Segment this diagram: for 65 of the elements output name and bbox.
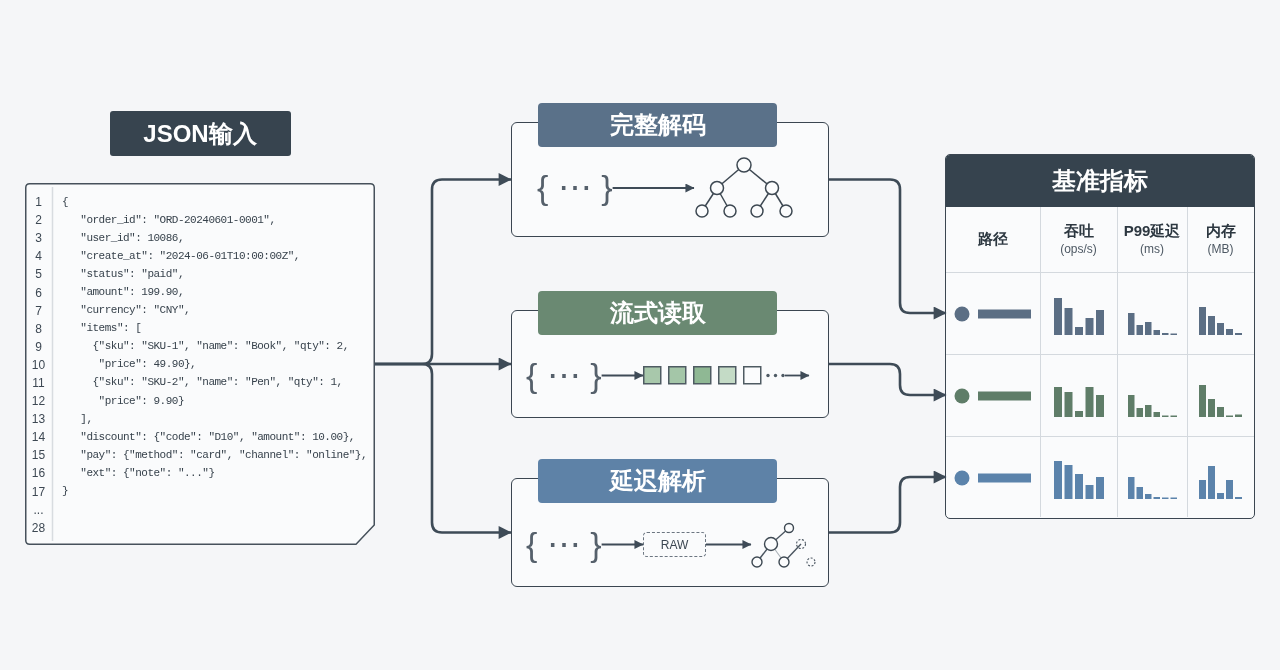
line-number: 8 [35,322,42,335]
metrics-table [945,154,1255,519]
line-number: ... [33,503,44,516]
arrow [784,371,810,380]
unit-label: (ops/s) [1060,242,1097,258]
panel-title: 完整解码 [538,103,777,147]
column-header: 路径 [978,230,1008,249]
code-line: {"sku": "SKU-2", "name": "Pen", "qty": 1, [92,377,343,389]
object-braces: { ⋯ } [537,168,613,208]
token-stream [643,366,785,385]
code-line: "currency": "CNY", [80,305,191,317]
line-number: 16 [31,467,46,480]
table-title: 基准指标 [946,155,1254,207]
line-number: 1 [35,196,42,209]
line-number: 12 [31,395,46,408]
code-line: "create_at": "2024-06-01T10:00:00Z", [80,250,300,262]
arrow [829,362,947,402]
column-header: 内存 [1205,221,1236,241]
code-line: "ext": {"note": "..."} [80,467,215,479]
code-line: "discount": {"code": "D10", "amount": 10.00}, [80,431,355,443]
panel-title: 流式读取 [538,291,777,335]
section-heading: JSON输入 [109,111,291,156]
line-number: 11 [32,377,45,389]
line-number: 4 [35,250,42,263]
unit-label: (MB) [1207,242,1234,258]
line-number: 14 [31,431,46,444]
unit-label: (ms) [1140,242,1164,258]
raw-block: RAW [643,532,706,557]
object-braces: { ⋯ } [526,356,602,396]
code-line: "user_id": 10086, [80,232,184,244]
object-braces: { ⋯ } [526,525,602,565]
line-number: 15 [31,449,46,462]
panel-title: 延迟解析 [538,459,777,503]
code-line: "order_id": "ORD-20240601-0001", [80,214,276,226]
arrow [600,371,644,380]
tree-diagram [694,157,794,219]
code-line: "status": "paid", [80,268,184,280]
code-line: "items": [ [80,323,142,335]
line-number: 28 [31,521,46,534]
line-number: 7 [35,304,42,317]
code-line: } [62,486,69,498]
arrow [375,362,512,539]
code-line: { [62,196,69,208]
arrow [705,540,752,549]
line-number: 17 [31,485,46,498]
line-number: 10 [31,358,46,371]
line-number: 6 [35,286,42,299]
column-header: 吞吐 [1063,221,1094,241]
code-line: "price": 9.90} [98,395,184,407]
arrow [600,540,644,549]
line-number: 13 [31,413,46,426]
line-number: 2 [35,214,42,227]
column-header: P99延迟 [1123,221,1181,241]
arrow [611,183,695,193]
arrow [829,178,947,320]
code-line: "amount": 199.90, [80,287,184,298]
partial-tree-diagram [751,521,817,568]
code-line: ], [80,413,93,425]
code-line: {"sku": "SKU-1", "name": "Book", "qty": 2, [92,341,349,353]
code-line: "pay": {"method": "card", "channel": "online"}, [80,449,368,461]
arrow [829,470,947,534]
line-number: 9 [35,340,42,353]
code-line: "price": 49.90}, [98,359,197,371]
line-number: 5 [35,268,42,281]
line-number: 3 [35,232,42,245]
